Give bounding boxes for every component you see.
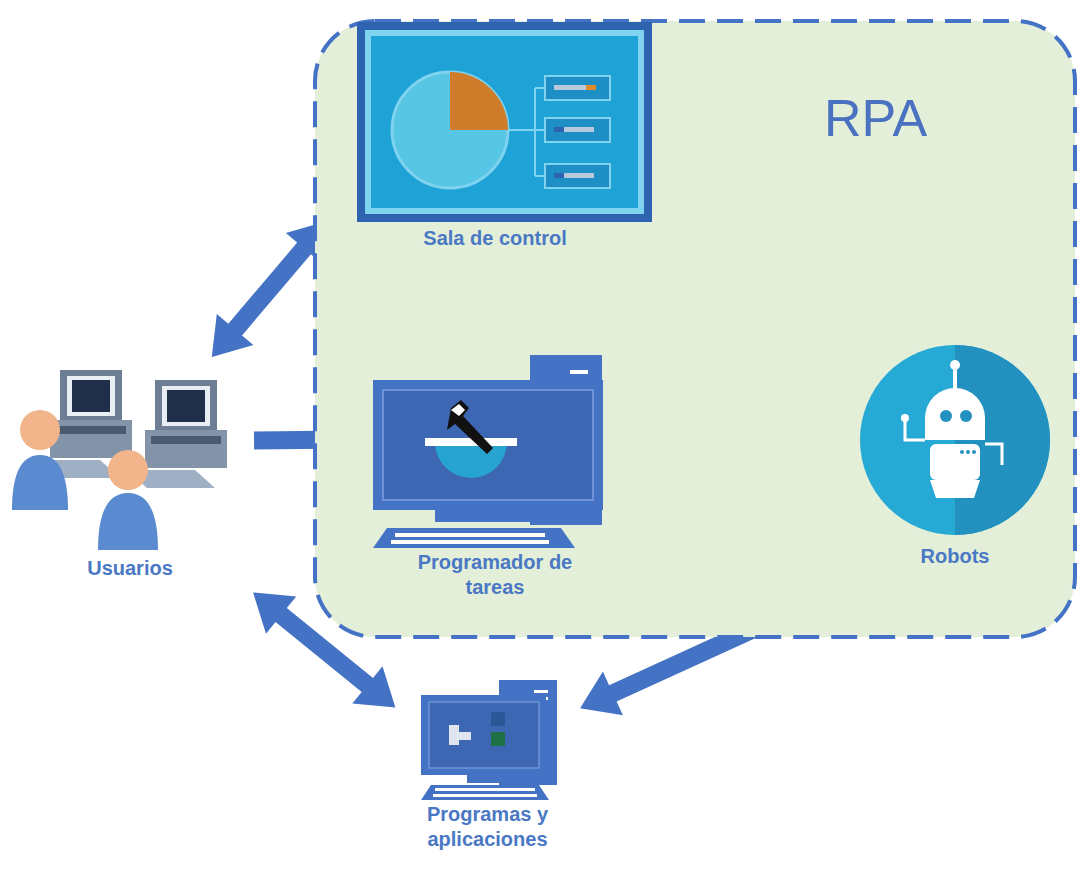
node-label: Usuarios bbox=[15, 556, 245, 581]
users-node: Usuarios bbox=[10, 360, 250, 590]
scheduler-node: Programador de tareas bbox=[365, 350, 625, 605]
robots-node: Robots bbox=[850, 340, 1060, 585]
node-label: Sala de control bbox=[335, 226, 655, 251]
rpa-region: RPA Sala de control Programador de tarea… bbox=[312, 18, 1078, 640]
node-label: Robots bbox=[855, 544, 1055, 569]
block-arrow bbox=[212, 221, 328, 357]
applications-node: Programas y aplicaciones bbox=[399, 670, 577, 870]
region-title: RPA bbox=[824, 88, 927, 148]
node-label: Programador de tareas bbox=[408, 550, 583, 600]
users-computers-icon bbox=[10, 360, 250, 590]
control-room-node: Sala de control bbox=[330, 18, 660, 268]
node-label: Programas y aplicaciones bbox=[403, 802, 573, 852]
